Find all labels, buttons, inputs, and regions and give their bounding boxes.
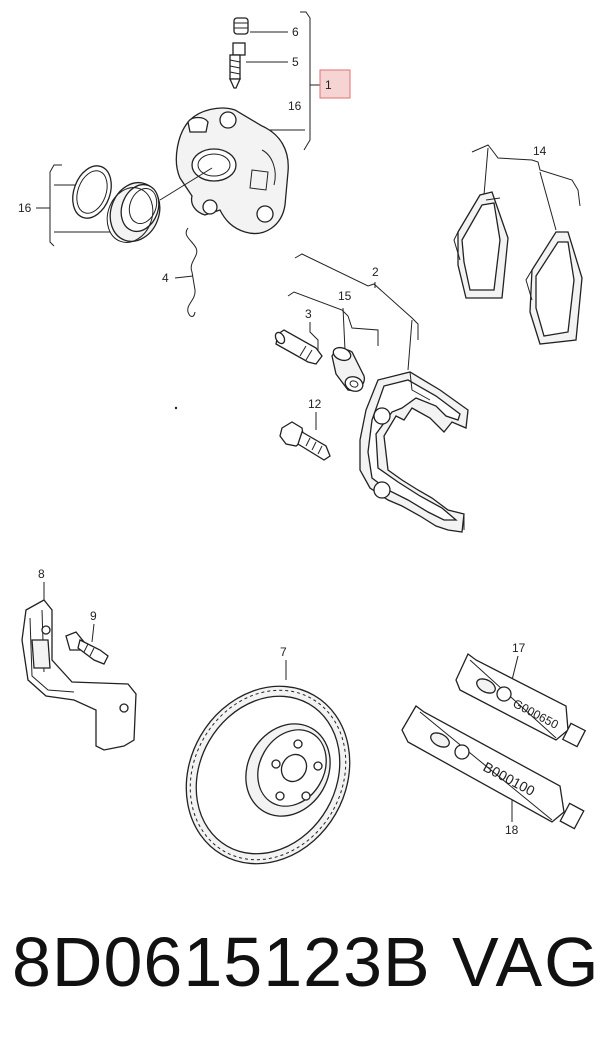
callout-2: 2	[372, 265, 379, 279]
callout-4: 4	[162, 271, 169, 285]
group-bracket	[294, 253, 419, 340]
callout-14: 14	[533, 144, 547, 158]
brand-name: VAG	[452, 923, 600, 1001]
bleeder-cap-part	[233, 17, 249, 35]
callout-18: 18	[505, 823, 519, 837]
leader-line	[342, 307, 346, 351]
callout-16-top: 16	[288, 99, 302, 113]
guide-pin-part	[274, 329, 323, 365]
highlight-box	[319, 69, 351, 99]
grease-tube-17-part: G000650	[455, 652, 587, 748]
leader-line	[174, 275, 194, 279]
carrier-bolt-part	[279, 421, 331, 461]
leader-line	[483, 147, 489, 196]
group-bracket	[300, 11, 311, 151]
group-bracket	[49, 164, 62, 247]
mounting-bracket-part	[21, 599, 137, 751]
callout-12: 12	[308, 397, 322, 411]
callout-1: 1	[325, 78, 332, 92]
part-number: 8D0615123B	[12, 923, 431, 1001]
leader-line	[407, 319, 413, 371]
callout-5: 5	[292, 55, 299, 69]
callout-15: 15	[338, 289, 352, 303]
stray-dot	[174, 406, 178, 410]
guide-bushing-part	[331, 346, 365, 392]
callout-9: 9	[90, 609, 97, 623]
callout-3: 3	[305, 307, 312, 321]
bracket-bolt-part	[65, 631, 109, 665]
parts-diagram: 6 5 1 16 16 4 14	[18, 11, 587, 865]
dust-boot-part	[106, 181, 161, 243]
group-bracket	[287, 291, 379, 346]
group-bracket	[471, 144, 581, 207]
leader-line	[539, 171, 557, 231]
brake-pad-left-part	[453, 191, 509, 299]
callout-6: 6	[292, 25, 299, 39]
leader-line	[309, 322, 319, 350]
leader-line	[91, 623, 95, 643]
brake-disc-part	[185, 685, 351, 865]
brake-pad-right-part	[525, 231, 583, 345]
seal-ring-part	[72, 165, 112, 219]
callout-7: 7	[280, 645, 287, 659]
callout-16-left: 16	[18, 201, 32, 215]
caliper-housing-part	[175, 107, 289, 235]
callout-8: 8	[38, 567, 45, 581]
callout-17: 17	[512, 641, 526, 655]
leader-line	[159, 167, 213, 201]
brake-carrier-part	[359, 371, 469, 533]
bleeder-valve-part	[228, 42, 246, 89]
spring-clip-part	[185, 227, 198, 317]
